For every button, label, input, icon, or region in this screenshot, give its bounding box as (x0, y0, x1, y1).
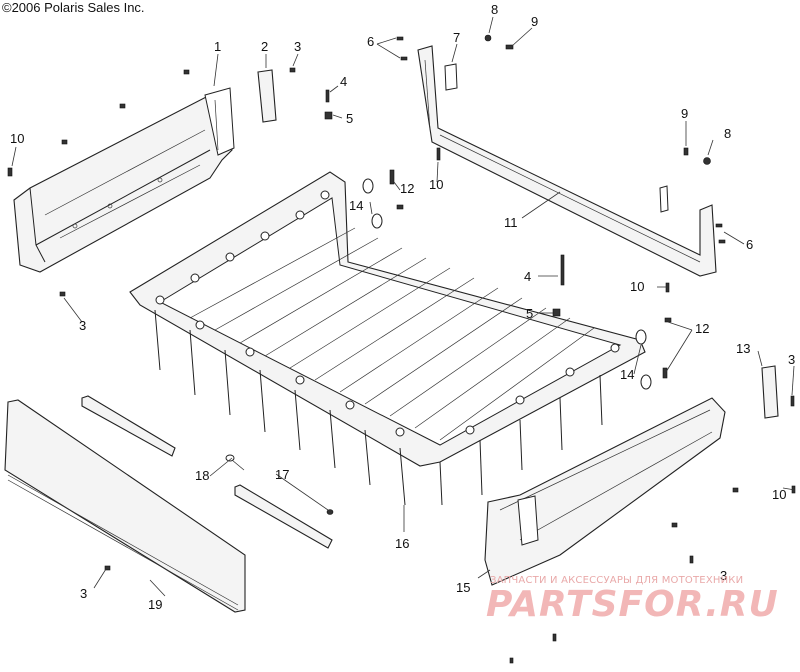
callout-8: 8 (491, 2, 498, 17)
copyright-notice: ©2006 Polaris Sales Inc. (2, 0, 145, 15)
left-end-cap (257, 69, 277, 123)
callout-5: 5 (526, 306, 533, 321)
callout-14: 14 (349, 198, 363, 213)
callout-15: 15 (456, 580, 470, 595)
callout-8: 8 (724, 126, 731, 141)
callout-13: 13 (736, 341, 750, 356)
callout-6: 6 (367, 34, 374, 49)
callout-3: 3 (294, 39, 301, 54)
callout-9: 9 (531, 14, 538, 29)
callout-3: 3 (80, 586, 87, 601)
cargo-box-tub (129, 171, 646, 506)
callout-labels: 1 2 3 4 5 6 7 8 9 10 3 14 12 10 11 9 8 6… (10, 2, 795, 612)
callout-4: 4 (340, 74, 347, 89)
callout-12: 12 (400, 181, 414, 196)
callout-14: 14 (620, 367, 634, 382)
callout-2: 2 (261, 39, 268, 54)
callout-5: 5 (346, 111, 353, 126)
callout-6: 6 (746, 237, 753, 252)
watermark-logo: PARTSFOR.RU (486, 584, 779, 625)
leader-lines (11, 16, 796, 597)
callout-10: 10 (772, 487, 786, 502)
callout-10: 10 (630, 279, 644, 294)
callout-19: 19 (148, 597, 162, 612)
right-side-panel (484, 397, 726, 586)
right-end-cap (761, 365, 779, 419)
callout-9: 9 (681, 106, 688, 121)
callout-16: 16 (395, 536, 409, 551)
callout-7: 7 (453, 30, 460, 45)
callout-10: 10 (429, 177, 443, 192)
fasteners (7, 34, 796, 664)
callout-10: 10 (10, 131, 24, 146)
callout-17: 17 (275, 467, 289, 482)
callout-11: 11 (504, 215, 518, 230)
watermark-tagline: ЗАПЧАСТИ И АКСЕССУАРЫ ДЛЯ МОТОТЕХНИКИ (490, 575, 744, 586)
callout-18: 18 (195, 468, 209, 483)
callout-3: 3 (720, 568, 727, 583)
left-side-panel (13, 87, 235, 273)
callout-4: 4 (524, 269, 531, 284)
callout-12: 12 (695, 321, 709, 336)
rear-support-frame (417, 45, 717, 277)
tailgate-panel (4, 399, 246, 613)
callout-3: 3 (788, 352, 795, 367)
callout-3: 3 (79, 318, 86, 333)
callout-1: 1 (214, 39, 221, 54)
tailgate-strips (81, 395, 333, 549)
